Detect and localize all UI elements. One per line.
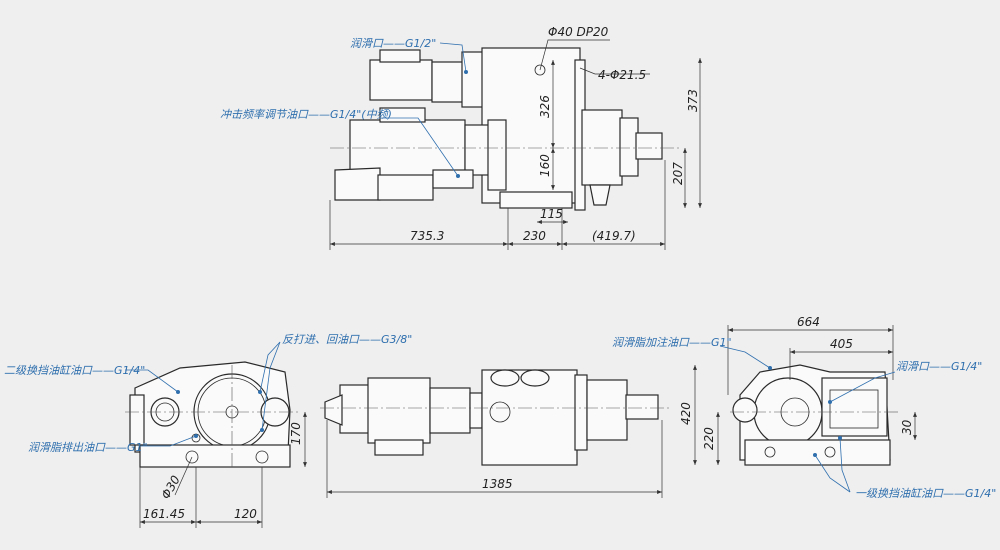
leader-dot bbox=[838, 436, 842, 440]
leader-holes bbox=[579, 67, 650, 75]
front-port bbox=[489, 401, 511, 423]
leader-lube bbox=[439, 42, 467, 73]
cover-left bbox=[490, 369, 520, 387]
output-gearbox bbox=[581, 109, 623, 186]
dim-170: 170 bbox=[289, 422, 303, 445]
front-motor bbox=[367, 377, 431, 444]
right-view: 润滑脂加注油口——G1" 润滑口——G1/4" 一级换挡油缸油口——G1/4" … bbox=[612, 315, 996, 500]
right-cylinder-inner bbox=[829, 389, 879, 429]
leader-grease-fill bbox=[719, 345, 771, 369]
mount-hole bbox=[764, 446, 776, 458]
right-cylinder-block bbox=[821, 377, 888, 437]
base-left bbox=[139, 444, 291, 468]
front-mount-plate bbox=[574, 374, 588, 451]
mount-hole bbox=[185, 450, 199, 464]
leader-dot bbox=[194, 434, 198, 438]
front-valve bbox=[339, 384, 371, 434]
hydraulic-motor-top bbox=[369, 59, 433, 101]
front-coupling bbox=[429, 387, 471, 434]
leader-grease-drain bbox=[140, 435, 197, 447]
dim-30: 30 bbox=[900, 419, 914, 435]
front-gearbox bbox=[586, 379, 628, 441]
housing-foot bbox=[499, 191, 573, 209]
control-valve bbox=[377, 174, 434, 201]
label-first-cyl-port: 一级换挡油缸油口——G1/4" bbox=[855, 487, 996, 500]
dim-220: 220 bbox=[702, 427, 716, 450]
right-boss bbox=[732, 397, 758, 423]
dim-161: 161.45 bbox=[143, 507, 185, 521]
output-shaft bbox=[635, 132, 663, 160]
front-motor-base bbox=[374, 439, 424, 456]
cover-right bbox=[520, 369, 550, 387]
leader-feed bbox=[259, 341, 281, 393]
dim-160: 160 bbox=[538, 154, 552, 177]
leader-feed-2 bbox=[261, 341, 281, 431]
valve-body bbox=[334, 167, 381, 201]
leader-dot bbox=[813, 453, 817, 457]
dim-1385: 1385 bbox=[482, 477, 513, 491]
leader-freq bbox=[380, 117, 459, 177]
dim-735: 735.3 bbox=[410, 229, 444, 243]
label-grease-drain: 润滑脂排出油口——G1" bbox=[28, 441, 148, 454]
lower-flange bbox=[487, 119, 507, 191]
dim-664: 664 bbox=[797, 315, 820, 329]
leader-bore bbox=[539, 39, 610, 71]
leader-d30 bbox=[174, 456, 193, 496]
leader-dot bbox=[260, 428, 264, 432]
label-holes: 4-Φ21.5 bbox=[598, 68, 646, 82]
label-feed-port: 反打进、回油口——G3/8" bbox=[282, 333, 412, 346]
dim-230: 230 bbox=[523, 229, 546, 243]
dim-d30: Φ30 bbox=[158, 473, 183, 502]
leader-dot bbox=[768, 366, 772, 370]
dim-419: (419.7) bbox=[592, 229, 636, 243]
output-flange bbox=[619, 117, 639, 177]
dim-420: 420 bbox=[679, 402, 693, 425]
label-right-lube-port: 润滑口——G1/4" bbox=[896, 360, 982, 373]
lower-motor-cap bbox=[379, 107, 426, 123]
front-view: 1385 bbox=[320, 369, 670, 498]
side-flange bbox=[129, 394, 145, 446]
label-second-cyl-port: 二级换挡油缸油口——G1/4" bbox=[4, 364, 145, 377]
front-adapter bbox=[469, 392, 483, 429]
dim-120: 120 bbox=[234, 507, 257, 521]
dim-373: 373 bbox=[686, 89, 700, 112]
mount-hole bbox=[824, 446, 836, 458]
leader-first-cyl bbox=[839, 437, 851, 493]
base-right bbox=[744, 439, 891, 466]
leader-right-lube bbox=[829, 371, 896, 403]
freq-block bbox=[432, 169, 474, 189]
top-view: 润滑口——G1/2" 冲击频率调节油口——G1/4"(中频) Φ40 DP20 … bbox=[220, 25, 702, 250]
front-valve-tip bbox=[324, 394, 343, 426]
leader-dot bbox=[456, 174, 460, 178]
front-output-shaft bbox=[625, 394, 659, 420]
leader-second-cyl bbox=[125, 369, 179, 393]
mount-hole bbox=[255, 450, 269, 464]
dim-207: 207 bbox=[671, 162, 685, 185]
label-bore: Φ40 DP20 bbox=[548, 25, 609, 39]
label-grease-fill: 润滑脂加注油口——G1" bbox=[612, 336, 732, 349]
left-view: 二级换挡油缸油口——G1/4" 润滑脂排出油口——G1" 反打进、回油口——G3… bbox=[4, 333, 412, 528]
dim-115: 115 bbox=[540, 207, 563, 221]
motor-cap bbox=[379, 49, 421, 63]
leader-dot bbox=[464, 70, 468, 74]
leader-dot bbox=[258, 390, 262, 394]
label-freq-port: 冲击频率调节油口——G1/4"(中频) bbox=[220, 108, 392, 121]
dim-326: 326 bbox=[538, 95, 552, 118]
bore-circle bbox=[534, 64, 546, 76]
grease-cup bbox=[589, 184, 611, 206]
label-lube-port: 润滑口——G1/2" bbox=[350, 37, 436, 50]
leader-first-cyl-2 bbox=[814, 454, 851, 493]
leader-dot bbox=[828, 400, 832, 404]
dim-405: 405 bbox=[830, 337, 853, 351]
leader-dot bbox=[176, 390, 180, 394]
lower-adapter bbox=[464, 124, 491, 176]
